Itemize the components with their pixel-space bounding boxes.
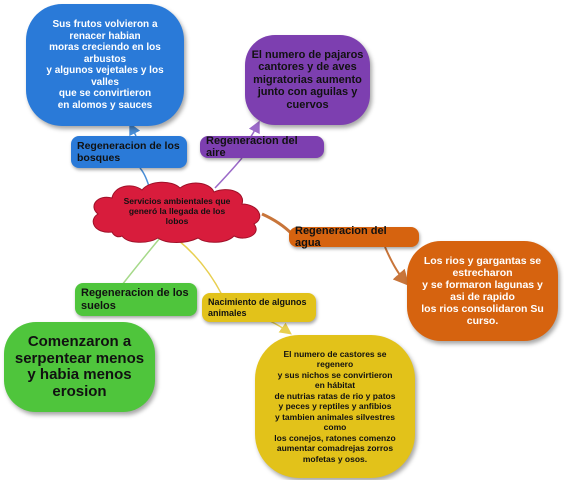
agua-branch-label[interactable]: Regeneracion del agua bbox=[289, 225, 419, 249]
suelos-label-text: Regeneracion de los suelos bbox=[81, 287, 189, 312]
agua-label-text: Regeneracion del agua bbox=[295, 225, 387, 249]
bosques-branch-label[interactable]: Regeneracion de los bosques bbox=[71, 136, 187, 168]
aire-detail-node[interactable]: El numero de pajaros cantores y de aves … bbox=[245, 35, 370, 125]
connector-agua-detail bbox=[384, 246, 410, 286]
bosques-label-text: Regeneracion de los bosques bbox=[77, 140, 180, 164]
animales-label-text: Nacimiento de algunos animales bbox=[208, 297, 307, 318]
bosques-detail-text: Sus frutos volvieron a renacer habian mo… bbox=[46, 19, 164, 111]
connector-central-aire bbox=[214, 157, 243, 189]
connector-central-suelos bbox=[121, 237, 161, 286]
suelos-detail-text: Comenzaron a serpentear menos y habia me… bbox=[14, 333, 145, 400]
connector-central-animales bbox=[177, 239, 223, 296]
central-topic-node[interactable]: Servicios ambientales que generó la lleg… bbox=[86, 180, 268, 244]
aire-branch-label[interactable]: Regeneracion del aire bbox=[200, 135, 324, 159]
aire-detail-text: El numero de pajaros cantores y de aves … bbox=[251, 48, 364, 111]
cloud-shape bbox=[92, 181, 261, 243]
agua-detail-node[interactable]: Los rios y gargantas se estrecharon y se… bbox=[407, 241, 558, 341]
animales-detail-node[interactable]: El numero de castores se regenero y sus … bbox=[255, 335, 415, 478]
aire-label-text: Regeneracion del aire bbox=[206, 135, 298, 159]
central-topic-text: Servicios ambientales que generó la lleg… bbox=[123, 196, 231, 226]
suelos-branch-label[interactable]: Regeneracion de los suelos bbox=[75, 283, 197, 316]
animales-branch-label[interactable]: Nacimiento de algunos animales bbox=[202, 293, 316, 322]
bosques-detail-node[interactable]: Sus frutos volvieron a renacer habian mo… bbox=[26, 4, 184, 126]
connector-bosques-detail bbox=[129, 122, 141, 137]
agua-detail-text: Los rios y gargantas se estrecharon y se… bbox=[421, 255, 544, 327]
connector-animales-detail bbox=[269, 320, 292, 335]
animales-detail-text: El numero de castores se regenero y sus … bbox=[274, 348, 396, 464]
suelos-detail-node[interactable]: Comenzaron a serpentear menos y habia me… bbox=[4, 322, 155, 412]
